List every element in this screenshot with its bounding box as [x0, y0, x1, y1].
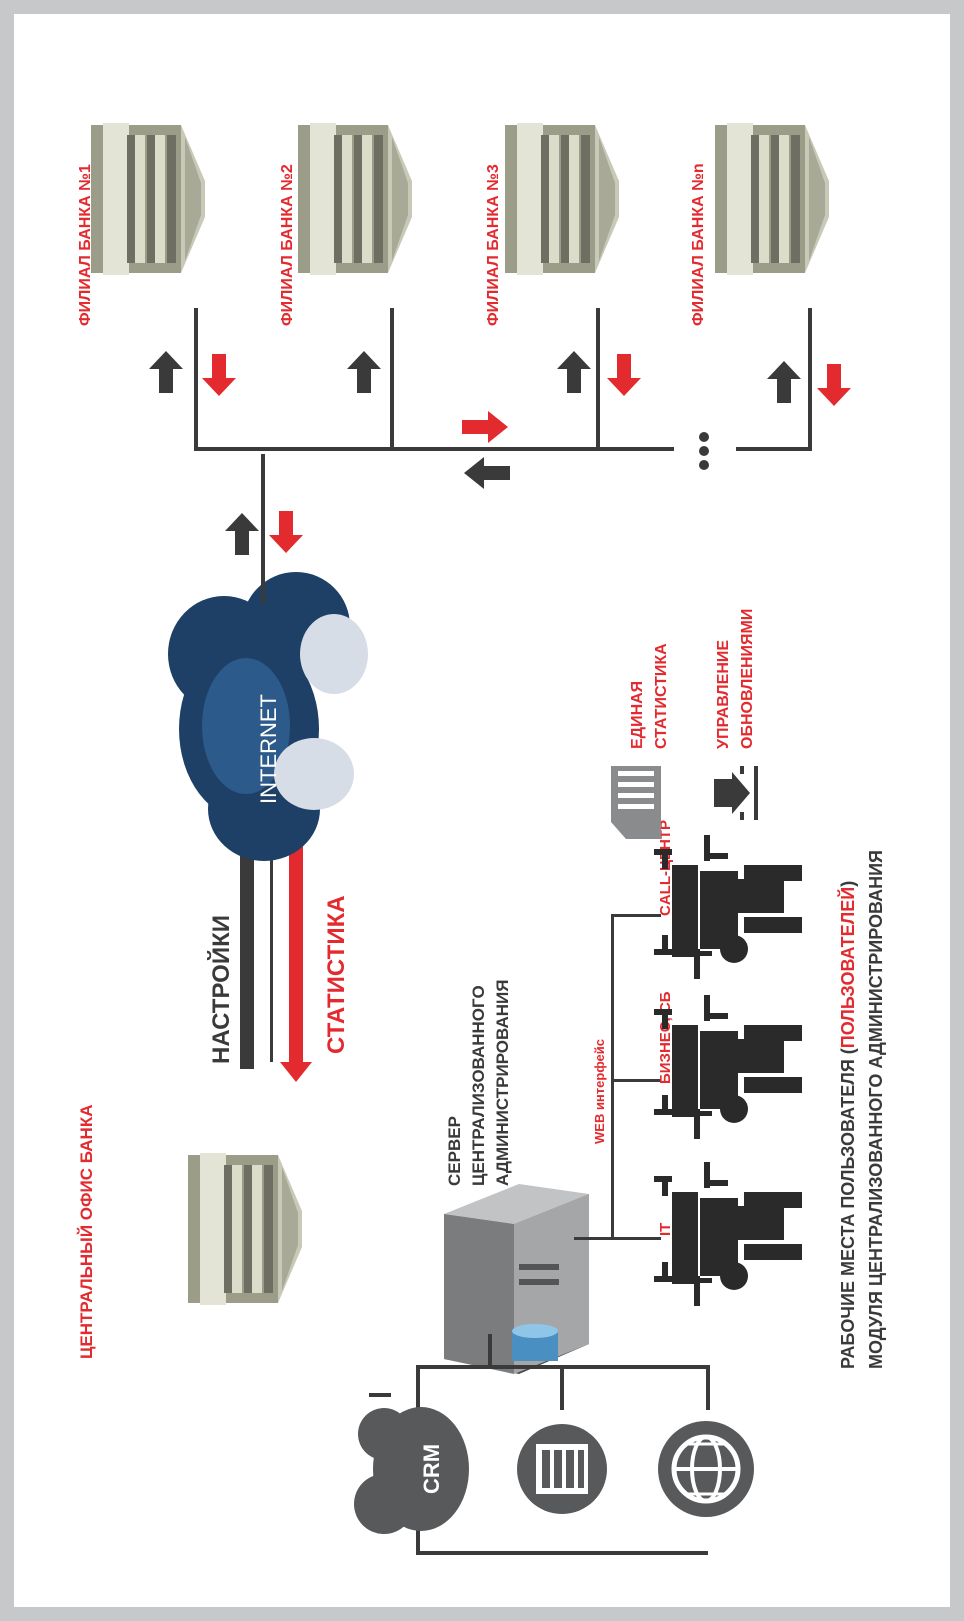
update-download-icon — [714, 766, 758, 820]
footer-caption-line2: МОДУЛЯ ЦЕНТРАЛИЗОВАННОГО АДМИНИСТРИРОВАН… — [866, 850, 886, 1369]
server-workstations-link — [574, 1237, 614, 1240]
branch-backbone-line-n — [736, 447, 812, 451]
user-workstation-icon — [654, 835, 802, 979]
up-arrow-icon — [225, 513, 259, 555]
separator-line — [270, 802, 273, 1062]
down-arrow-icon — [607, 354, 641, 396]
services-link-web — [706, 1365, 710, 1410]
services-link-db — [560, 1365, 564, 1410]
branch-1-link — [194, 308, 198, 451]
network-diagram: ЦЕНТРАЛЬНЫЙ ОФИС БАНКА НАСТРОЙКИ СТАТИСТ… — [77, 123, 886, 1555]
branch-n-link — [808, 308, 812, 451]
database-service-icon — [517, 1424, 607, 1514]
central-office-label: ЦЕНТРАЛЬНЫЙ ОФИС БАНКА — [77, 1105, 96, 1360]
statistics-arrowhead — [280, 1062, 312, 1082]
branch-2-bank-icon — [298, 123, 412, 275]
update-mgmt-label-line1: УПРАВЛЕНИЕ — [715, 640, 732, 749]
workstation-link-business — [611, 1079, 661, 1082]
diagram-sheet: ЦЕНТРАЛЬНЫЙ ОФИС БАНКА НАСТРОЙКИ СТАТИСТ… — [14, 14, 950, 1607]
server-label-line3: АДМИНИСТРИРОВАНИЯ — [493, 980, 512, 1186]
ellipsis-dot — [699, 460, 709, 470]
statistics-arrow — [289, 800, 303, 1062]
branch-label: ФИЛИАЛ БАНКА №1 — [77, 164, 94, 326]
server-label-line1: СЕРВЕР — [445, 1116, 464, 1186]
ellipsis-dot — [699, 446, 709, 456]
workstation-link-callcenter — [611, 914, 661, 917]
services-link-crm-end — [416, 1551, 708, 1555]
crm-cloud-icon — [354, 1407, 469, 1534]
up-arrow-icon — [767, 361, 801, 403]
right-arrow-icon — [462, 411, 508, 443]
footer-caption-part: ) — [838, 881, 858, 887]
up-arrow-icon — [557, 351, 591, 393]
internet-cloud-icon — [168, 572, 368, 861]
unified-stats-label-line2: СТАТИСТИКА — [653, 643, 670, 749]
branch-label: ФИЛИАЛ БАНКА №n — [690, 163, 707, 326]
unified-stats-label-line1: ЕДИНАЯ — [629, 681, 646, 749]
workstation-link-it — [611, 1237, 661, 1240]
server-label-line2: ЦЕНТРАЛИЗОВАННОГО — [469, 985, 488, 1186]
branch-3-link — [596, 308, 600, 451]
branch-backbone-line — [194, 447, 674, 451]
up-arrow-icon — [149, 351, 183, 393]
footer-caption-highlight: ПОЛЬЗОВАТЕЛЕЙ — [837, 887, 858, 1048]
user-workstation-icon — [654, 1162, 802, 1306]
branch-label: ФИЛИАЛ БАНКА №2 — [279, 164, 296, 326]
statistics-label: СТАТИСТИКА — [323, 895, 350, 1054]
office-server-link — [369, 1393, 391, 1397]
ellipsis-dot — [699, 432, 709, 442]
workstations-bus-line — [611, 914, 614, 1240]
server-icon — [444, 1184, 589, 1374]
services-to-office-link — [488, 1334, 492, 1369]
globe-service-icon — [658, 1421, 754, 1517]
web-interface-label: WEB интерфейс — [592, 1039, 607, 1144]
central-office-bank-icon — [188, 1153, 302, 1305]
up-arrow-icon — [347, 351, 381, 393]
user-workstation-icon — [654, 995, 802, 1139]
down-arrow-icon — [817, 364, 851, 406]
footer-caption-part: РАБОЧИЕ МЕСТА ПОЛЬЗОВАТЕЛЯ ( — [838, 1048, 858, 1369]
branch-1-bank-icon — [91, 123, 205, 275]
workstation-label-business: БИЗНЕС, СБ — [657, 991, 674, 1084]
update-mgmt-label-line2: ОБНОВЛЕНИЯМИ — [739, 609, 756, 749]
down-arrow-icon — [202, 354, 236, 396]
internet-label: INTERNET — [256, 694, 281, 804]
branch-label: ФИЛИАЛ БАНКА №3 — [485, 164, 502, 326]
internet-uplink-line — [261, 454, 265, 604]
branch-2-link — [390, 308, 394, 451]
workstation-label-it: IT — [657, 1223, 674, 1236]
branch-3-bank-icon — [505, 123, 619, 275]
settings-arrow — [240, 814, 254, 1069]
settings-label: НАСТРОЙКИ — [207, 915, 235, 1064]
branch-n-bank-icon — [715, 123, 829, 275]
down-arrow-icon — [269, 511, 303, 553]
crm-label: CRM — [419, 1444, 444, 1494]
left-arrow-icon — [464, 457, 510, 489]
footer-caption-line1: РАБОЧИЕ МЕСТА ПОЛЬЗОВАТЕЛЯ (ПОЛЬЗОВАТЕЛЕ… — [837, 881, 858, 1369]
report-document-icon — [611, 766, 661, 839]
